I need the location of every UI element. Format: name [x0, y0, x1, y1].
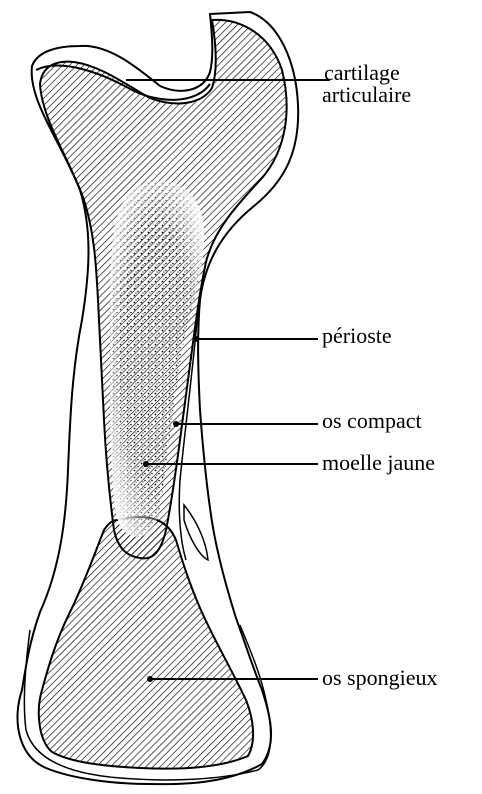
- label-compact-bone: os compact: [322, 410, 422, 431]
- dot-spongy-bone: [147, 676, 153, 682]
- dot-compact-bone: [173, 421, 179, 427]
- label-cartilage-line2: articulaire: [322, 84, 411, 105]
- label-cartilage-line1: cartilage: [324, 62, 400, 83]
- label-spongy-bone: os spongieux: [322, 667, 438, 688]
- dot-periosteum: [193, 336, 199, 342]
- label-yellow-marrow: moelle jaune: [322, 452, 435, 473]
- label-periosteum: périoste: [322, 325, 392, 346]
- dot-yellow-marrow: [143, 461, 149, 467]
